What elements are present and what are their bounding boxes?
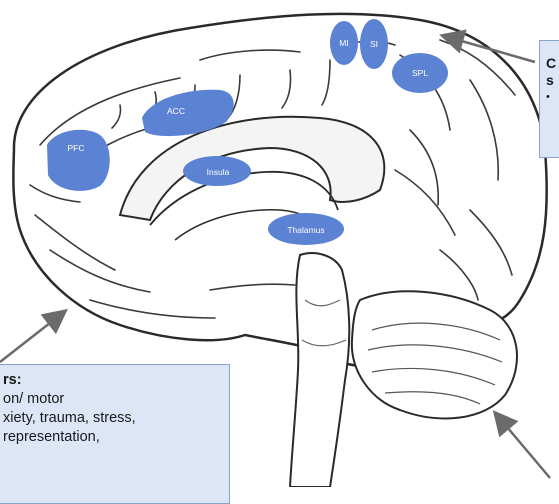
svg-text:MI: MI [339,38,348,48]
callout-left-line3: representation, [3,428,229,447]
svg-text:SPL: SPL [412,68,428,78]
callout-right-line3: • [546,89,559,106]
region-pfc: PFC [47,130,110,191]
region-insula: Insula [183,156,251,186]
svg-text:SI: SI [370,39,378,49]
callout-left: rs: on/ motor xiety, trauma, stress, rep… [0,364,230,504]
svg-text:PFC: PFC [68,143,85,153]
arrow-bottom [496,414,550,478]
callout-left-line1: on/ motor [3,390,229,409]
cerebellum [352,291,517,418]
brainstem [290,253,349,487]
callout-right: C s • [539,40,559,158]
callout-left-line2: xiety, trauma, stress, [3,409,229,428]
callout-right-line1: C [546,55,559,72]
region-thalamus: Thalamus [268,213,344,245]
arrow-left [0,312,64,362]
svg-text:Thalamus: Thalamus [287,225,324,235]
region-si: SI [360,19,388,69]
svg-text:Insula: Insula [207,167,230,177]
region-mi: MI [330,21,358,65]
callout-left-title: rs: [3,371,229,390]
callout-right-line2: s [546,72,559,89]
svg-text:ACC: ACC [167,106,185,116]
region-spl: SPL [392,53,448,93]
